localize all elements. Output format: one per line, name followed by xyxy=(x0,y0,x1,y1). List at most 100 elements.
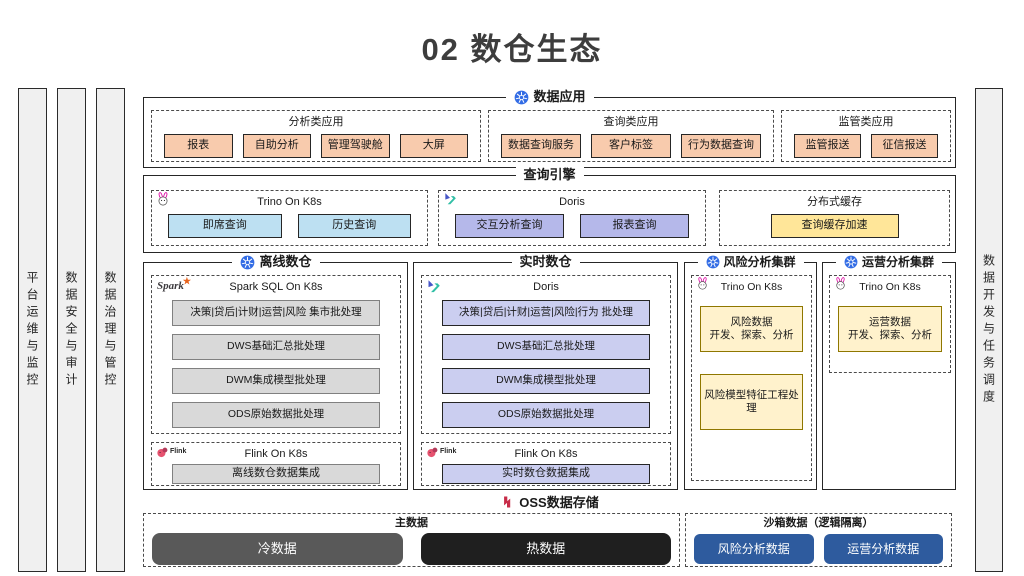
batch-chip: ODS原始数据批处理 xyxy=(172,402,380,428)
batch-chip: DWM集成模型批处理 xyxy=(442,368,650,394)
left-bar-label: 平台运维与监控 xyxy=(25,270,39,390)
section-query-engine: 查询引擎 Trino On K8s 即席查询 历史查询 Doris xyxy=(143,166,956,253)
section-title-oss-storage: OSS数据存储 xyxy=(143,492,956,511)
left-bar-label: 数据治理与管控 xyxy=(103,270,117,390)
batch-chip: 实时数仓数据集成 xyxy=(442,464,650,484)
batch-chip: 决策|贷后|计财|运营|风险|行为 批处理 xyxy=(442,300,650,326)
section-title-text: 离线数仓 xyxy=(259,254,312,269)
section-title-data-applications: 数据应用 xyxy=(505,88,594,106)
left-bar-data-governance: 数据治理与管控 xyxy=(96,88,125,572)
batch-chip: 离线数仓数据集成 xyxy=(172,464,380,484)
section-realtime-warehouse: 实时数仓 Doris 决策|贷后|计财|运营|风险|行为 批处理 DWS基础汇总… xyxy=(413,253,678,490)
section-offline-warehouse: 离线数仓 Spark★ Spark SQL On K8s 决策|贷后|计财|运营… xyxy=(143,253,408,490)
section-title-ops-cluster: 运营分析集群 xyxy=(835,253,943,271)
hot-data-chip: 热数据 xyxy=(420,533,671,565)
batch-chip: 决策|贷后|计财|运营|风险 集市批处理 xyxy=(172,300,380,326)
group-regulatory-apps: 监管类应用 监管报送 征信报送 xyxy=(781,110,951,162)
group-title: Trino On K8s xyxy=(692,276,811,294)
sandbox-chip: 运营分析数据 xyxy=(823,534,943,564)
cluster-chip: 运营数据 开发、探索、分析 xyxy=(838,306,942,352)
batch-chip: DWS基础汇总批处理 xyxy=(172,334,380,360)
group-title: 分布式缓存 xyxy=(807,196,862,208)
section-title-text: 实时数仓 xyxy=(519,254,572,269)
doris-icon xyxy=(426,279,441,294)
group-title: Flink Flink On K8s xyxy=(152,443,400,461)
group-trino-risk: Trino On K8s 风险数据 开发、探索、分析 风险模型特征工程处理 xyxy=(691,275,812,481)
app-chip: 报表 xyxy=(164,134,233,158)
trino-icon xyxy=(834,277,847,290)
section-title-text: 数据应用 xyxy=(533,89,586,104)
trino-icon xyxy=(156,192,170,206)
group-title: Trino On K8s xyxy=(830,276,950,294)
group-doris-realtime: Doris 决策|贷后|计财|运营|风险|行为 批处理 DWS基础汇总批处理 D… xyxy=(421,275,671,434)
left-bar-label: 数据安全与审计 xyxy=(64,270,78,390)
app-chip: 行为数据查询 xyxy=(681,134,761,158)
section-title-realtime-warehouse: 实时数仓 xyxy=(511,253,580,271)
group-trino-query: Trino On K8s 即席查询 历史查询 xyxy=(151,190,428,246)
group-spark-sql: Spark★ Spark SQL On K8s 决策|贷后|计财|运营|风险 集… xyxy=(151,275,401,434)
section-data-applications: 数据应用 分析类应用 报表 自助分析 管理驾驶舱 大屏 查询类应用 数据查询服务… xyxy=(143,88,956,168)
right-bar-label: 数据开发与任务调度 xyxy=(981,253,996,407)
group-distributed-cache: 分布式缓存 查询缓存加速 xyxy=(719,190,950,246)
kubernetes-icon xyxy=(844,255,858,269)
app-chip: 管理驾驶舱 xyxy=(321,134,390,158)
cold-data-chip: 冷数据 xyxy=(152,533,403,565)
page-title: 02 数仓生态 xyxy=(421,32,603,67)
group-sandbox-data: 沙箱数据（逻辑隔离） 风险分析数据 运营分析数据 xyxy=(685,513,952,567)
section-title-query-engine: 查询引擎 xyxy=(515,166,584,184)
section-ops-analysis-cluster: 运营分析集群 Trino On K8s 运营数据 开发、探索、分析 xyxy=(822,253,956,490)
query-chip: 即席查询 xyxy=(168,214,282,238)
right-bar-data-dev-scheduling: 数据开发与任务调度 xyxy=(975,88,1003,572)
group-flink-realtime: Flink Flink On K8s 实时数仓数据集成 xyxy=(421,442,671,486)
group-title: 查询类应用 xyxy=(603,116,659,128)
app-chip: 监管报送 xyxy=(794,134,861,158)
cache-chip: 查询缓存加速 xyxy=(770,214,899,238)
app-chip: 客户标签 xyxy=(591,134,671,158)
group-flink-offline: Flink Flink On K8s 离线数仓数据集成 xyxy=(151,442,401,486)
section-title-text: 风险分析集群 xyxy=(723,255,796,269)
batch-chip: DWS基础汇总批处理 xyxy=(442,334,650,360)
section-risk-analysis-cluster: 风险分析集群 Trino On K8s 风险数据 开发、探索、分析 风险模型特征… xyxy=(684,253,817,490)
flink-icon: Flink xyxy=(156,445,186,459)
query-chip: 报表查询 xyxy=(580,214,689,238)
group-doris-query: Doris 交互分析查询 报表查询 xyxy=(438,190,706,246)
group-title: 主数据 xyxy=(395,517,428,529)
app-chip: 大屏 xyxy=(399,134,468,158)
group-title: 监管类应用 xyxy=(838,116,894,128)
group-title: 分析类应用 xyxy=(288,116,344,128)
batch-chip: DWM集成模型批处理 xyxy=(172,368,380,394)
cluster-chip: 风险数据 开发、探索、分析 xyxy=(700,306,803,352)
cluster-chip: 风险模型特征工程处理 xyxy=(700,374,803,430)
group-title: 沙箱数据（逻辑隔离） xyxy=(763,517,874,529)
query-chip: 交互分析查询 xyxy=(455,214,564,238)
oss-storage-icon xyxy=(500,495,514,509)
section-title-offline-warehouse: 离线数仓 xyxy=(231,253,320,271)
app-chip: 征信报送 xyxy=(871,134,938,158)
group-title: Flink Flink On K8s xyxy=(422,443,670,461)
kubernetes-icon xyxy=(513,90,528,105)
group-title: Doris xyxy=(422,276,670,294)
trino-icon xyxy=(696,277,709,290)
section-title-text: OSS数据存储 xyxy=(519,495,599,510)
group-title: Doris xyxy=(439,191,705,209)
doris-icon xyxy=(443,192,457,206)
section-title-text: 查询引擎 xyxy=(523,167,576,182)
batch-chip: ODS原始数据批处理 xyxy=(442,402,650,428)
left-bar-data-security-audit: 数据安全与审计 xyxy=(57,88,86,572)
group-title: Spark★ Spark SQL On K8s xyxy=(157,276,323,293)
spark-icon: Spark★ xyxy=(157,276,191,292)
kubernetes-icon xyxy=(705,255,719,269)
section-title-text: 运营分析集群 xyxy=(861,255,935,269)
section-title-risk-cluster: 风险分析集群 xyxy=(697,253,804,271)
group-trino-ops: Trino On K8s 运营数据 开发、探索、分析 xyxy=(829,275,951,373)
app-chip: 数据查询服务 xyxy=(501,134,581,158)
query-chip: 历史查询 xyxy=(297,214,411,238)
left-bar-platform-ops-monitoring: 平台运维与监控 xyxy=(18,88,47,572)
kubernetes-icon xyxy=(239,255,254,270)
group-title: Trino On K8s xyxy=(152,191,427,209)
app-chip: 自助分析 xyxy=(242,134,311,158)
sandbox-chip: 风险分析数据 xyxy=(694,534,814,564)
group-primary-data: 主数据 冷数据 热数据 xyxy=(143,513,680,567)
group-query-apps: 查询类应用 数据查询服务 客户标签 行为数据查询 xyxy=(488,110,774,162)
